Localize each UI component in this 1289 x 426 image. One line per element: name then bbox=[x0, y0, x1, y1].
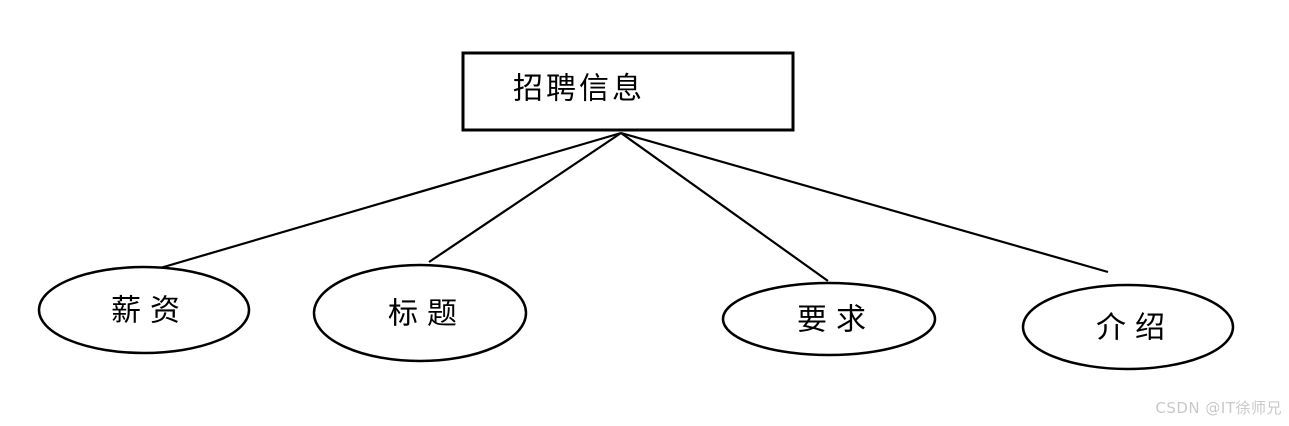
attribute-node-requirement bbox=[721, 281, 937, 357]
attribute-label-introduction: 介绍 bbox=[1096, 311, 1174, 346]
connector-root-to-salary bbox=[149, 131, 622, 273]
connector-lines bbox=[149, 131, 1109, 282]
attribute-node-salary bbox=[37, 265, 251, 355]
attribute-node-title bbox=[312, 263, 528, 363]
root-node-box bbox=[461, 51, 795, 132]
connector-root-to-introduction bbox=[620, 131, 1109, 274]
connector-root-to-requirement bbox=[620, 132, 829, 282]
attribute-label-salary: 薪资 bbox=[111, 294, 189, 329]
attribute-label-requirement: 要求 bbox=[797, 303, 875, 338]
attribute-label-title: 标题 bbox=[388, 297, 466, 332]
connector-root-to-title bbox=[428, 132, 622, 263]
watermark: CSDN @IT徐师兄 bbox=[1155, 399, 1282, 417]
root-node-label: 招聘信息 bbox=[513, 72, 645, 107]
attribute-node-introduction bbox=[1021, 283, 1235, 371]
